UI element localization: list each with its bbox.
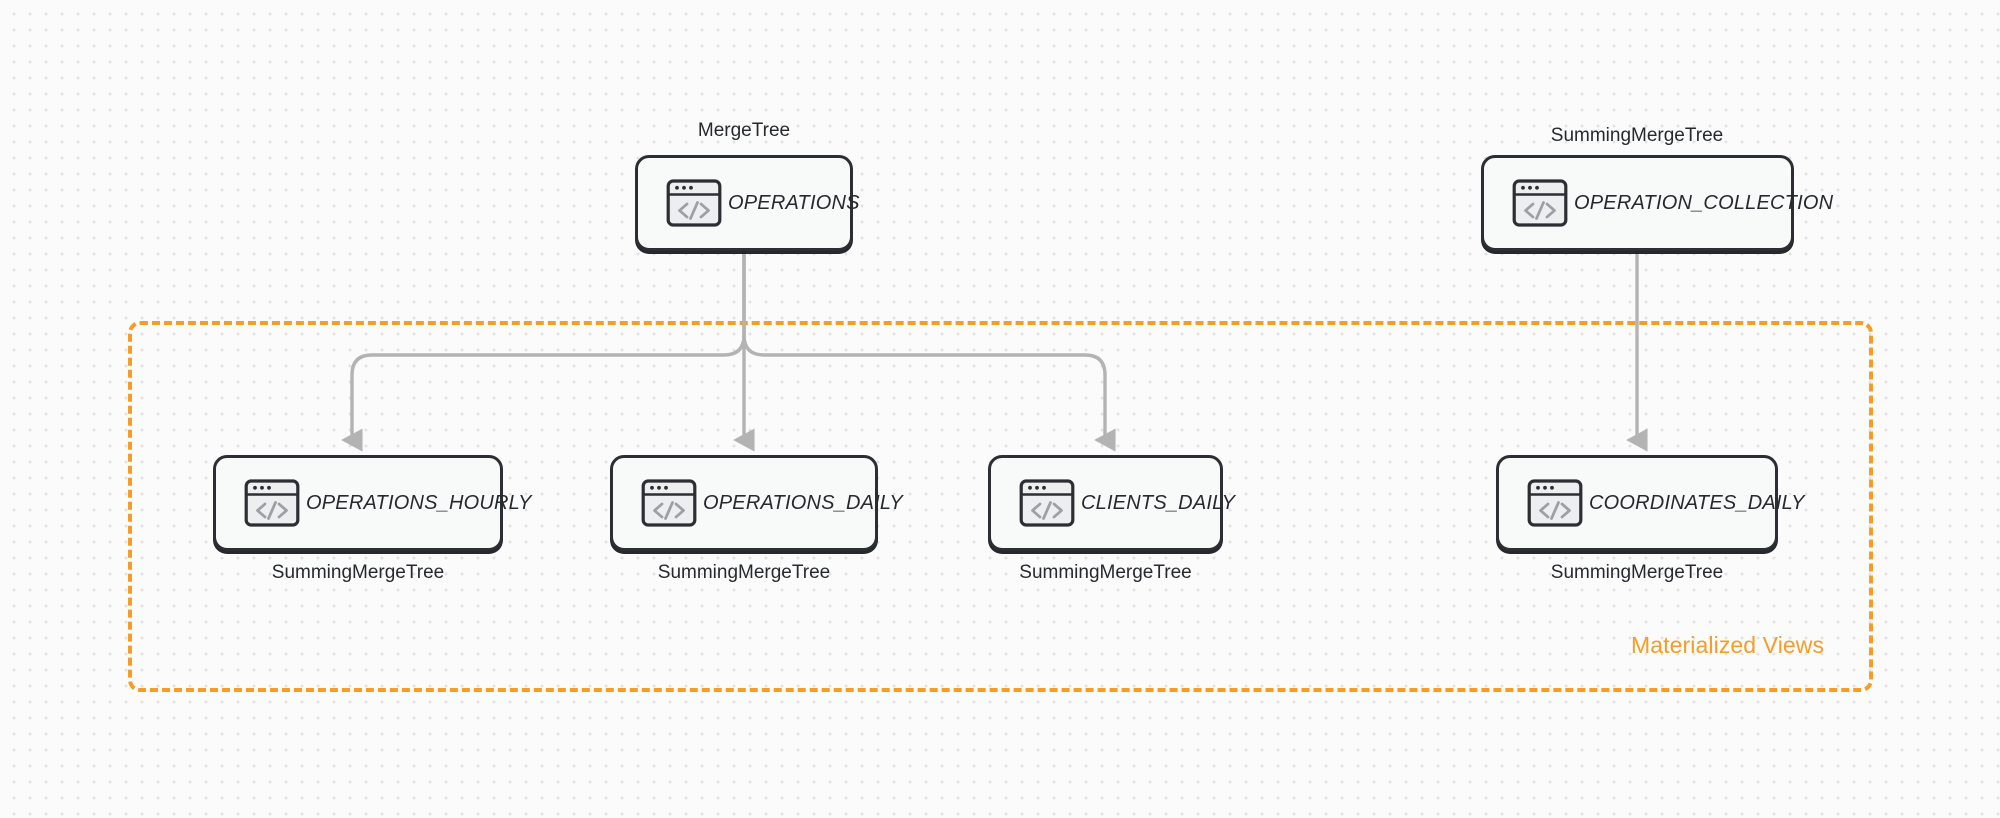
code-window-icon xyxy=(1527,478,1583,528)
node-clients-daily[interactable]: CLIENTS_DAILY xyxy=(988,455,1235,551)
materialized-views-group-label: Materialized Views xyxy=(1631,632,1825,658)
code-window-icon xyxy=(1019,478,1075,528)
operations-daily-engine-label: SummingMergeTree xyxy=(657,562,831,583)
code-window-icon xyxy=(666,178,722,228)
node-operations-daily-label: OPERATIONS_DAILY xyxy=(703,491,903,514)
operations-engine-label: MergeTree xyxy=(697,120,791,141)
code-window-icon xyxy=(244,478,300,528)
code-window-icon xyxy=(641,478,697,528)
node-coordinates-daily-label: COORDINATES_DAILY xyxy=(1589,491,1805,514)
node-operations-hourly[interactable]: OPERATIONS_HOURLY xyxy=(213,455,531,551)
node-operation-collection-label: OPERATION_COLLECTION xyxy=(1574,191,1834,214)
node-operations[interactable]: OPERATIONS xyxy=(635,155,859,251)
clients-daily-engine-label: SummingMergeTree xyxy=(1019,562,1192,583)
node-clients-daily-label: CLIENTS_DAILY xyxy=(1081,491,1236,514)
node-operations-label: OPERATIONS xyxy=(728,191,860,214)
code-window-icon xyxy=(1512,178,1568,228)
coordinates-daily-engine-label: SummingMergeTree xyxy=(1550,562,1724,583)
node-coordinates-daily[interactable]: COORDINATES_DAILY xyxy=(1496,455,1804,551)
operation-collection-engine-label: SummingMergeTree xyxy=(1550,125,1724,146)
node-operation-collection[interactable]: OPERATION_COLLECTION xyxy=(1481,155,1833,251)
node-operations-daily[interactable]: OPERATIONS_DAILY xyxy=(610,455,903,551)
node-operations-hourly-label: OPERATIONS_HOURLY xyxy=(306,491,532,514)
operations-hourly-engine-label: SummingMergeTree xyxy=(271,562,445,583)
